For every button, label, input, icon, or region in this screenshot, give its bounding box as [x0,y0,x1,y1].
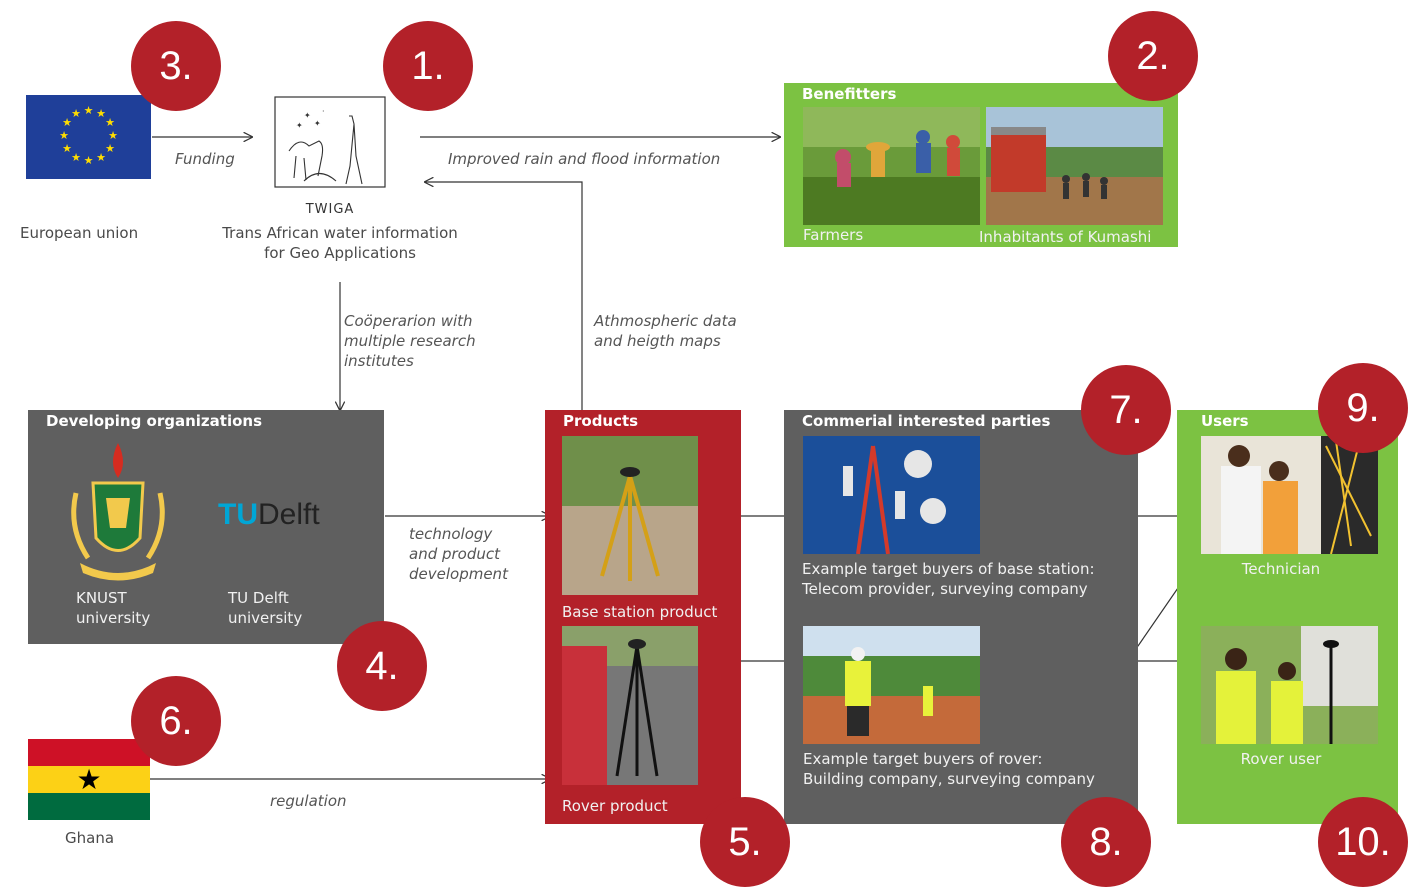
developing-title: Developing organizations [46,412,262,430]
eu-flag: ★★★ ★★★ ★★★ ★★★ [26,95,151,179]
base-buyers-line1: Example target buyers of base station: [802,560,1095,578]
svg-text:·: · [322,107,325,116]
atmos-arrow [425,182,583,410]
rover-user-photo [1201,626,1378,744]
svg-text:★: ★ [105,116,115,129]
rover-buyers-line2: Building company, surveying company [803,770,1095,788]
svg-text:★: ★ [105,142,115,155]
cooperation-line1: Coöperarion with [344,312,473,330]
number-badge-4: 4. [337,621,427,711]
svg-text:★: ★ [108,129,118,142]
commercial-title: Commerial interested parties [802,412,1051,430]
twiga-name-line2: for Geo Applications [264,244,416,262]
svg-text:✦: ✦ [314,119,321,128]
atmos-label: Athmospheric data and heigth maps [594,311,737,351]
farmers-caption: Farmers [803,226,864,244]
svg-text:★: ★ [59,129,69,142]
number-badge-6: 6. [131,676,221,766]
farmers-photo [803,107,980,225]
tudelft-caption: TU Delft university [228,588,302,628]
products-title: Products [563,412,639,430]
rover-buyers-text: Example target buyers of rover: Building… [803,749,1095,789]
tudelft-caption-line2: university [228,609,303,627]
rover-user-caption: Rover user [1240,750,1322,768]
users-panel: Users Technician Rover user [1177,410,1398,824]
atmos-line1: Athmospheric data [594,312,737,330]
developing-panel: Developing organizations TUDelft KNUST u… [28,410,384,644]
users-title: Users [1201,412,1249,430]
twiga-name-line1: Trans African water information [222,224,458,242]
svg-text:✦: ✦ [304,111,311,120]
svg-text:★: ★ [96,151,106,164]
base-buyers-text: Example target buyers of base station: T… [802,559,1095,599]
atmos-line2: and heigth maps [594,332,721,350]
commercial-panel: Commerial interested parties Example tar… [784,410,1138,824]
black-star-icon: ★ [76,763,101,796]
svg-text:★: ★ [84,104,94,117]
tudelft-logo-tu: TU [218,498,258,531]
knust-crest-icon [68,438,168,588]
base-buyers-line2: Telecom provider, surveying company [802,580,1088,598]
inhabitants-caption: Inhabitants of Kumashi [979,228,1152,246]
number-badge-7: 7. [1081,365,1171,455]
ghana-label: Ghana [65,829,115,847]
improved-info-label: Improved rain and flood information [448,150,721,168]
kumasi-flood-photo [986,107,1163,225]
tech-line2: and product [409,545,501,563]
svg-text:★: ★ [62,116,72,129]
technician-caption: Technician [1241,560,1321,578]
funding-label: Funding [175,150,235,168]
base-station-photo [562,436,698,595]
base-station-caption: Base station product [562,603,718,621]
ghana-flag: ★ [28,739,150,820]
svg-text:★: ★ [62,142,72,155]
knust-caption-line1: KNUST [76,589,127,607]
rover-photo [562,626,698,785]
tech-line3: development [409,565,508,583]
building-company-photo [803,626,980,744]
number-badge-2: 2. [1108,11,1198,101]
technician-photo [1201,436,1378,554]
knust-caption: KNUST university [76,588,150,628]
twiga-name: Trans African water information for Geo … [200,223,480,263]
products-panel: Products Base station product Rover prod… [545,410,741,824]
rover-buyers-line1: Example target buyers of rover: [803,750,1043,768]
tudelft-logo: TUDelft [218,498,320,532]
number-badge-9: 9. [1318,363,1408,453]
regulation-label: regulation [270,792,347,810]
giraffe-logo-icon: ✦✦✦· [274,96,386,188]
svg-text:★: ★ [71,151,81,164]
number-badge-10: 10. [1318,797,1408,887]
tudelft-caption-line1: TU Delft [228,589,289,607]
eu-stars-icon: ★★★ ★★★ ★★★ ★★★ [59,104,118,167]
benefitters-title: Benefitters [802,85,897,103]
tech-label: technology and product development [409,524,508,584]
cooperation-line3: institutes [344,352,414,370]
tudelft-logo-delft: Delft [258,498,320,531]
telecom-tower-photo [803,436,980,554]
svg-text:★: ★ [96,107,106,120]
knust-caption-line2: university [76,609,151,627]
number-badge-3: 3. [131,21,221,111]
cooperation-line2: multiple research [344,332,476,350]
svg-text:★: ★ [84,154,94,167]
twiga-logo-text: TWIGA [305,202,355,217]
svg-text:★: ★ [71,107,81,120]
number-badge-5: 5. [700,797,790,887]
number-badge-8: 8. [1061,797,1151,887]
eu-label: European union [20,224,139,242]
svg-text:✦: ✦ [296,121,303,130]
benefitters-panel: Benefitters Farmers Inhabitants of Kumas… [784,83,1178,247]
rover-caption: Rover product [562,797,668,815]
cooperation-label: Coöperarion with multiple research insti… [344,311,476,371]
tech-line1: technology [409,525,493,543]
twiga-logo: ✦✦✦· [274,96,386,188]
number-badge-1: 1. [383,21,473,111]
